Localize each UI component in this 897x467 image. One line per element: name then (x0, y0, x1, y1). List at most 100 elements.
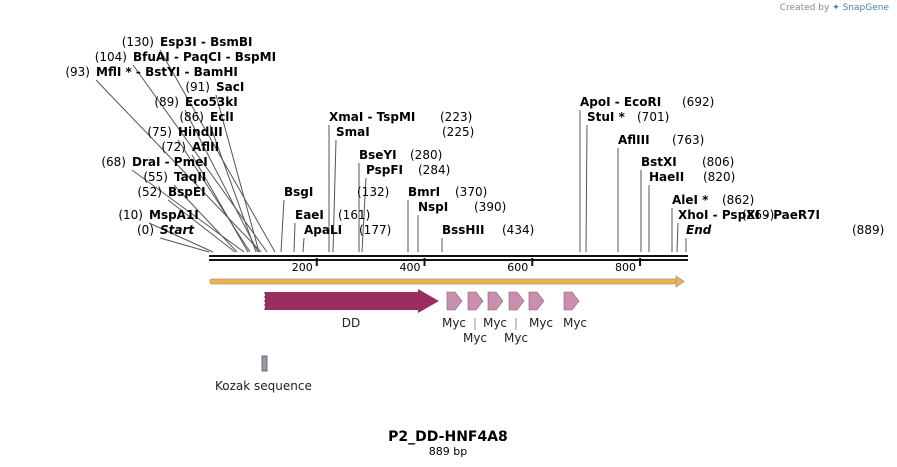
myc-tag[interactable]: Myc (463, 291, 487, 345)
dd-feature[interactable]: DD (264, 289, 439, 330)
site-position: (692) (682, 95, 714, 109)
restriction-site[interactable]: (806)BstXI (641, 155, 734, 169)
myc-tag[interactable]: Myc (528, 291, 553, 330)
myc-arrow (487, 291, 504, 311)
restriction-site[interactable]: (820)HaeII (649, 170, 735, 184)
restriction-site[interactable]: (52) BspEI (137, 185, 205, 199)
restriction-site[interactable]: (225)SmaI (336, 125, 474, 139)
restriction-site[interactable]: (177)ApaLI (304, 223, 391, 237)
myc-tag[interactable]: Myc (483, 291, 507, 330)
myc-arrow (528, 291, 545, 311)
myc-arrow (446, 291, 463, 311)
restriction-site[interactable]: (75) HindIII (147, 125, 222, 139)
site-name: BstXI (641, 155, 677, 169)
myc-arrow (563, 291, 580, 311)
restriction-site[interactable]: (869)XhoI - PspXI - PaeR7I (678, 208, 820, 222)
site-name: Eco53kI (185, 95, 238, 109)
kozak-label: Kozak sequence (215, 379, 312, 393)
site-position: (390) (474, 200, 506, 214)
site-leader-line (177, 139, 251, 253)
restriction-site[interactable]: (0)Start (137, 223, 195, 237)
site-leader-line (148, 222, 214, 253)
site-leader-line (159, 237, 210, 253)
site-leader-line (184, 109, 259, 253)
restriction-site[interactable]: (161) EaeI (295, 208, 370, 222)
restriction-site[interactable]: (692)ApoI - EcoRI (580, 95, 714, 109)
restriction-site[interactable]: (132)BsgI (284, 185, 389, 199)
site-position: (93) (65, 65, 90, 79)
restriction-site[interactable]: (68)DraI - PmeI (101, 155, 207, 169)
restriction-site[interactable]: (93)MflI * - BstYI - BamHI (65, 65, 238, 79)
site-name: BsgI (284, 185, 313, 199)
myc-arrow (508, 291, 525, 311)
site-position: (68) (101, 155, 126, 169)
site-position: (701) (637, 110, 669, 124)
site-position: (434) (502, 223, 534, 237)
site-position: (889) (852, 223, 884, 237)
restriction-site[interactable]: (701) StuI * (587, 110, 669, 124)
restriction-site[interactable]: (10)MspA1I (118, 208, 198, 222)
restriction-site[interactable]: (86)EclI (179, 110, 234, 124)
kozak-feature[interactable]: Kozak sequence (215, 355, 312, 393)
leader-lines (95, 49, 687, 253)
restriction-site[interactable]: (390)NspI (418, 200, 506, 214)
restriction-site[interactable]: (763)AflIII (618, 133, 704, 147)
restriction-site[interactable]: (370)BmrI (408, 185, 487, 199)
restriction-site[interactable]: (91)SacI (185, 80, 244, 94)
site-leader-line (131, 169, 245, 253)
site-name: Esp3I - BsmBI (160, 35, 252, 49)
site-position: (130) (122, 35, 154, 49)
site-name: EclI (210, 110, 234, 124)
site-name: HaeII (649, 170, 684, 184)
site-position: (280) (410, 148, 442, 162)
myc-label: Myc (529, 316, 553, 330)
restriction-site[interactable]: (55) TaqII (143, 170, 206, 184)
site-leader-line (173, 184, 238, 253)
site-name: PspFI (366, 163, 403, 177)
restriction-site[interactable]: (284)PspFI (366, 163, 450, 177)
site-name: HindIII (178, 125, 223, 139)
ruler-tick-label: 400 (400, 261, 421, 274)
site-name: SacI (216, 80, 244, 94)
restriction-site[interactable]: (280)BseYI (359, 148, 442, 162)
site-name: EaeI (295, 208, 324, 222)
site-name: SmaI (336, 125, 370, 139)
restriction-site[interactable]: (72)AflII (161, 140, 219, 154)
site-name: ApaLI (304, 223, 342, 237)
myc-tag[interactable]: Myc (504, 291, 528, 345)
restriction-site[interactable]: (889) End (686, 223, 884, 237)
site-leader-line (361, 177, 367, 253)
site-name: TaqII (174, 170, 206, 184)
restriction-site[interactable]: (89) Eco53kI (154, 95, 237, 109)
myc-label: Myc (483, 316, 507, 330)
snapgene-credit: Created by ✦ SnapGene (780, 3, 889, 13)
site-position: (75) (147, 125, 172, 139)
site-name: XhoI - PspXI - PaeR7I (678, 208, 820, 222)
site-name: BfuAI - PaqCI - BspMI (133, 50, 276, 64)
site-leader-line (159, 49, 276, 253)
myc-tag[interactable]: Myc (563, 291, 587, 330)
site-name: BssHII (442, 223, 484, 237)
site-position: (52) (137, 185, 162, 199)
restriction-site[interactable]: (130) Esp3I - BsmBI (122, 35, 253, 49)
site-position: (161) (338, 208, 370, 222)
site-name: StuI * (587, 110, 626, 124)
restriction-site[interactable]: (104)BfuAI - PaqCI - BspMI (95, 50, 276, 64)
site-name: AleI * (672, 193, 709, 207)
orf-arrow (209, 275, 685, 288)
restriction-site[interactable]: (434) BssHII (442, 223, 534, 237)
restriction-site[interactable]: (862)AleI * (672, 193, 754, 207)
site-name: End (686, 223, 712, 237)
site-position: (89) (154, 95, 179, 109)
site-leader-line (167, 199, 236, 253)
brand-name: SnapGene (842, 3, 889, 13)
site-position: (55) (143, 170, 168, 184)
ruler-tick-label: 600 (507, 261, 528, 274)
myc-tag[interactable]: Myc (442, 291, 466, 330)
restriction-site[interactable]: (223)XmaI - TspMI (329, 110, 472, 124)
myc-label: Myc (563, 316, 587, 330)
site-name: BspEI (168, 185, 206, 199)
ruler-tick-label: 800 (615, 261, 636, 274)
